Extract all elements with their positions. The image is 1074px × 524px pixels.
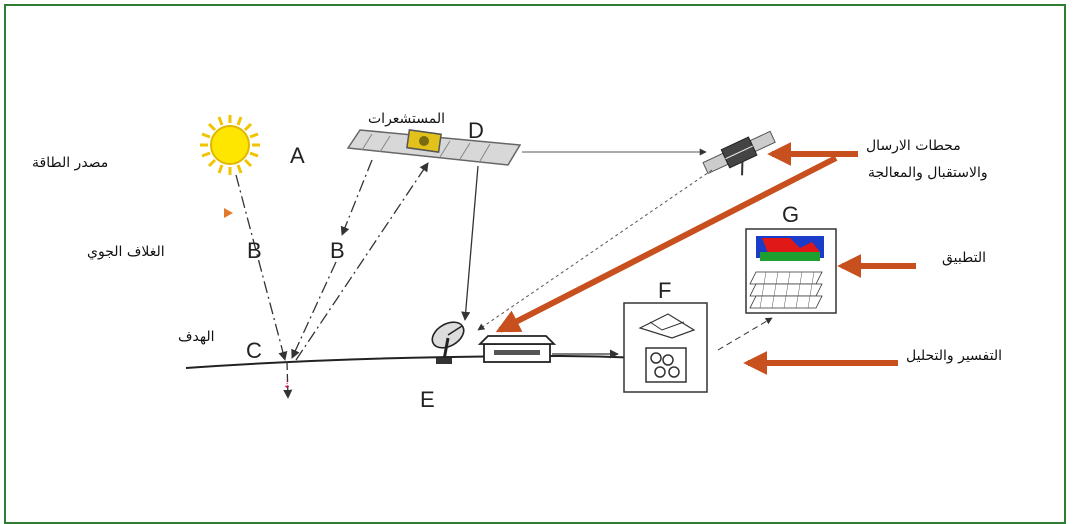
label-c: C [246,338,262,363]
image-analysis-icon [623,302,708,393]
label-d: D [468,118,484,143]
penetration-arrow [283,361,293,399]
stations-label-line2: والاستقبال والمعالجة [868,165,988,181]
relay-satellite-icon [702,130,776,176]
downlink-arrow [461,165,479,321]
label-b1: B [247,238,262,263]
relay-downlink-arrow [477,169,713,331]
station-building-icon [477,335,557,363]
map-application-icon [745,228,837,314]
label-e: E [420,387,435,412]
interpretation-to-application-arrow [717,317,773,351]
penetration-mark: ⇣ [283,380,291,391]
ground-line [185,354,641,369]
sensors-label: المستشعرات [368,111,445,127]
dish-antenna-icon [431,321,465,364]
label-g: G [782,202,799,227]
atmosphere-label: الغلاف الجوي [87,244,165,260]
label-b2: B [330,238,345,263]
label-a: A [290,143,305,168]
sun-icon [200,115,260,175]
energy-to-target-arrow [235,174,288,361]
illumination-to-target-arrow [291,261,337,359]
small-pointer-icon [224,208,233,218]
target-label: الهدف [178,329,214,345]
interpretation-label: التفسير والتحليل [906,348,1002,364]
stations-to-dish-orange-arrow [495,155,838,333]
stations-label-line1: محطات الارسال [866,138,961,154]
reflection-arrow [295,162,429,361]
application-label: التطبيق [942,250,986,266]
satellite-icon [346,129,522,166]
sensor-illumination-arrow [340,159,373,236]
energy-source-label: مصدر الطاقة [32,155,108,171]
label-f: F [658,278,671,303]
